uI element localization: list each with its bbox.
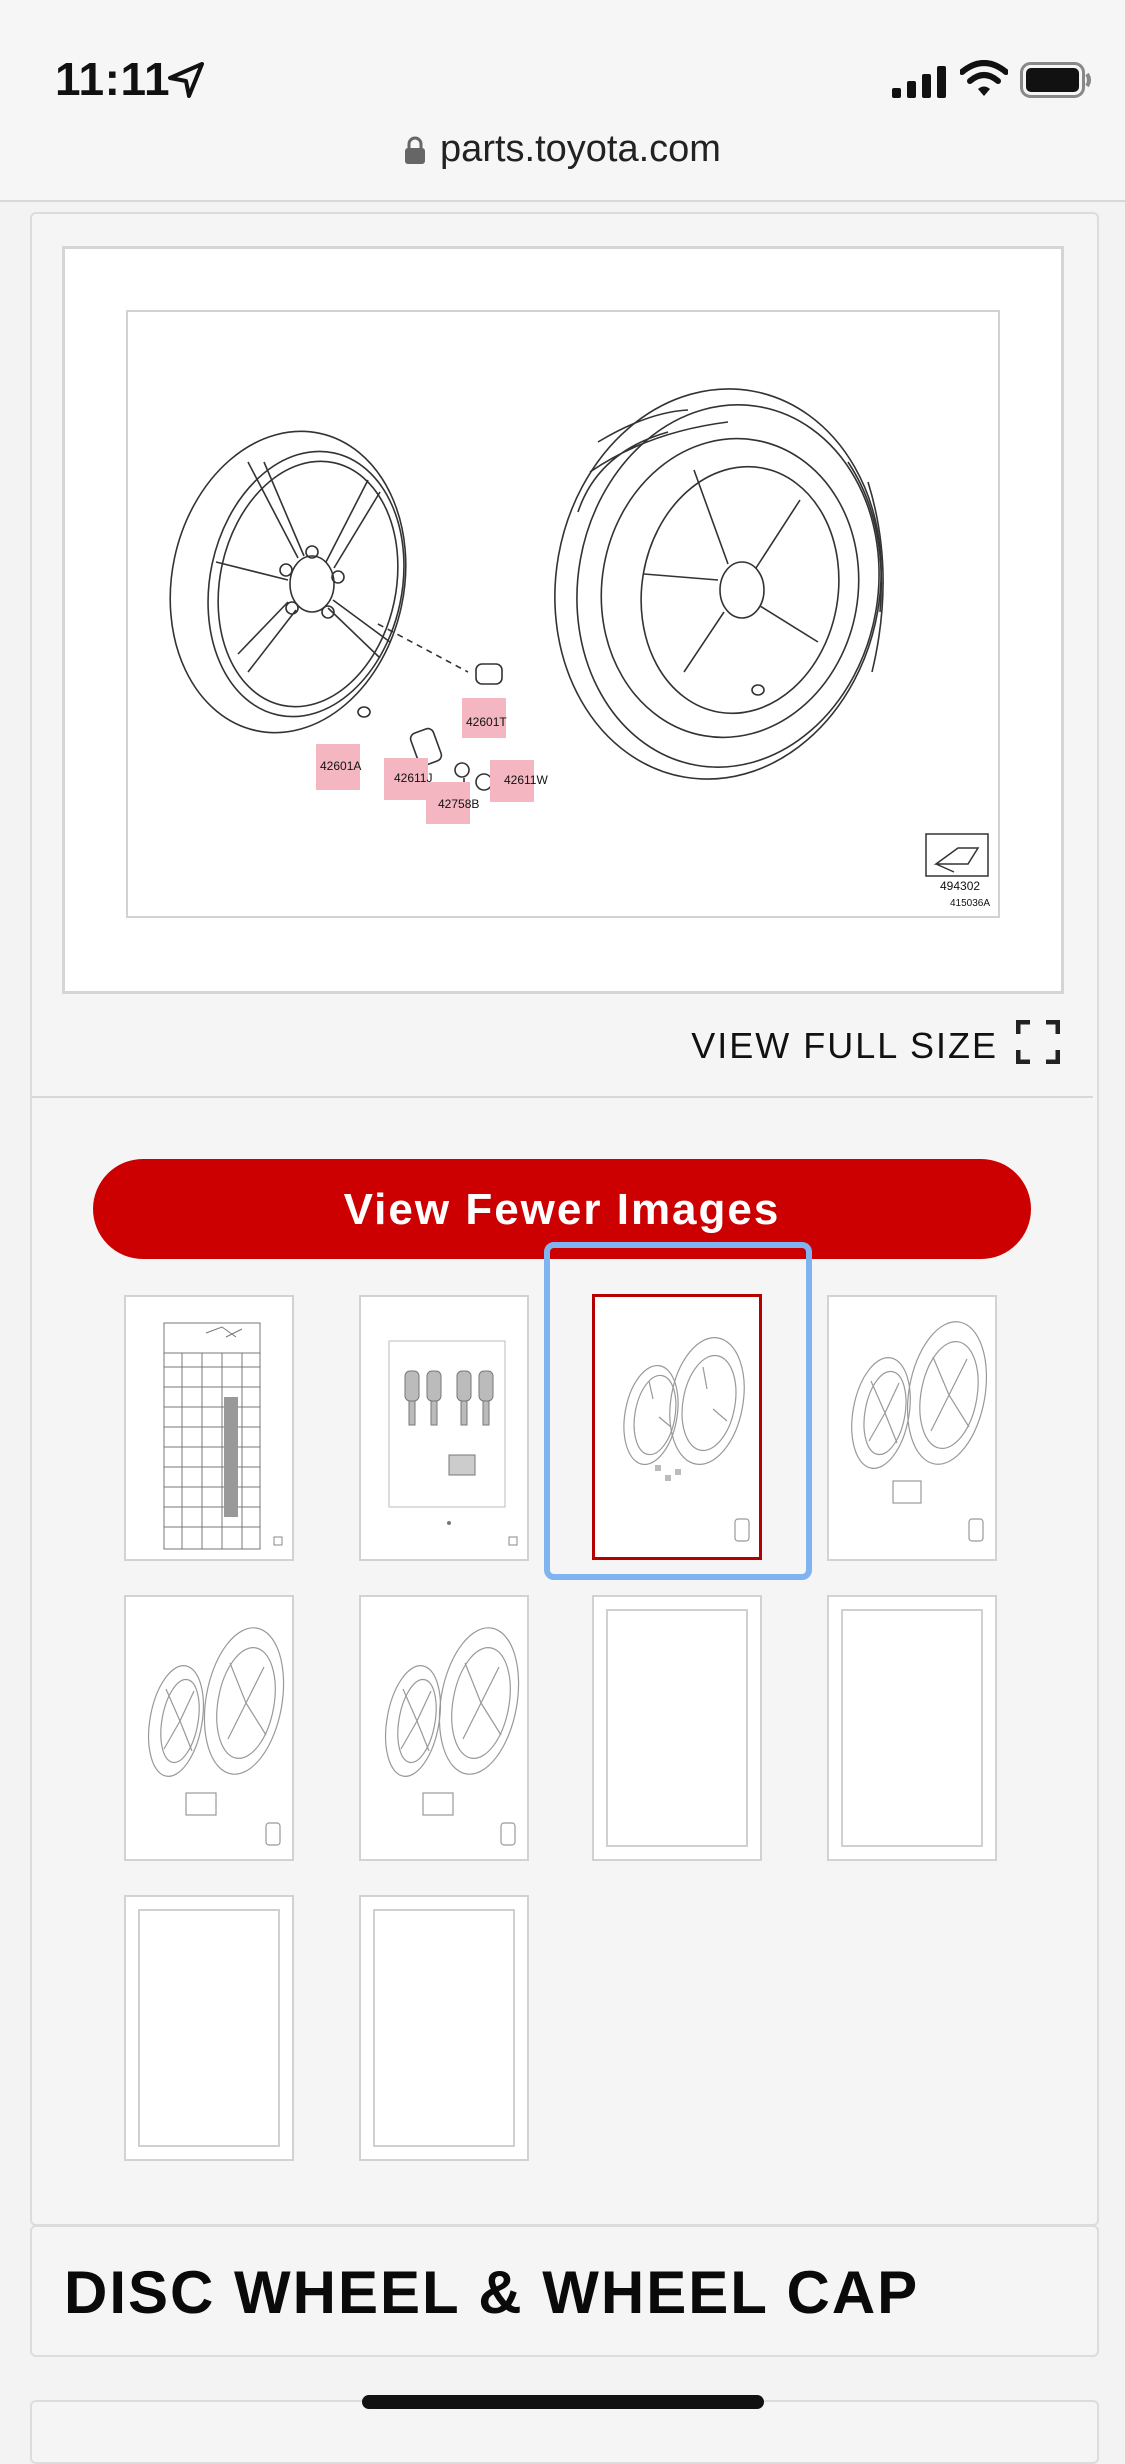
view-full-size-button[interactable]: VIEW FULL SIZE [620, 1018, 1061, 1074]
address-bar[interactable]: parts.toyota.com [0, 128, 1125, 175]
status-time: 11:11 [55, 53, 171, 105]
next-card [30, 2400, 1099, 2464]
wheel-tire-drawing [554, 388, 884, 780]
view-full-size-label: VIEW FULL SIZE [691, 1025, 998, 1066]
url-text: parts.toyota.com [440, 128, 721, 170]
thumbnail-6[interactable] [359, 1595, 529, 1861]
valve-parts-thumb [388, 1340, 518, 1546]
expand-icon [1015, 1019, 1061, 1073]
battery-icon [1020, 62, 1092, 103]
diagram-ref-top: 494302 [940, 879, 980, 893]
alloy-wheel-thumb-3 [385, 1627, 520, 1846]
disc-wheel-thumb [623, 1337, 750, 1542]
thumbnail-5[interactable] [124, 1595, 294, 1861]
thumbnail-7-blank[interactable] [592, 1595, 762, 1861]
diagram-ref-bottom: 415036A [950, 898, 990, 909]
selected-thumbnail-focus-ring [544, 1242, 812, 1580]
thumbnail-1[interactable] [124, 1295, 294, 1561]
wifi-icon [959, 60, 1009, 103]
table-diagram-thumb [163, 1322, 283, 1550]
callout-42758B: 42758B [438, 797, 479, 811]
thumbnail-9-blank[interactable] [124, 1895, 294, 2161]
cellular-signal-icon [892, 66, 948, 103]
location-arrow-icon [166, 60, 206, 105]
section-title: DISC WHEEL & WHEEL CAP [64, 2259, 920, 2326]
alloy-wheel-thumb [851, 1321, 988, 1542]
thumbnail-3-selected[interactable] [592, 1294, 762, 1560]
thumbnail-2[interactable] [359, 1295, 529, 1561]
divider [32, 1096, 1093, 1098]
home-indicator[interactable] [362, 2395, 764, 2409]
section-title-card [30, 2225, 1099, 2357]
wheel-rim-drawing [169, 430, 469, 734]
callout-42601A: 42601A [320, 759, 361, 773]
thumbnail-4[interactable] [827, 1295, 997, 1561]
parts-diagram[interactable]: 42601T 42601A 42611J 42758B 42611W 49430… [126, 310, 1000, 918]
status-bar [0, 0, 1125, 202]
lock-icon [404, 132, 426, 175]
alloy-wheel-thumb-2 [148, 1627, 285, 1846]
callout-42611W: 42611W [504, 773, 548, 787]
thumbnail-10-blank[interactable] [359, 1895, 529, 2161]
callout-42611J: 42611J [394, 771, 432, 785]
callout-42601T: 42601T [466, 715, 507, 729]
thumbnail-8-blank[interactable] [827, 1595, 997, 1861]
